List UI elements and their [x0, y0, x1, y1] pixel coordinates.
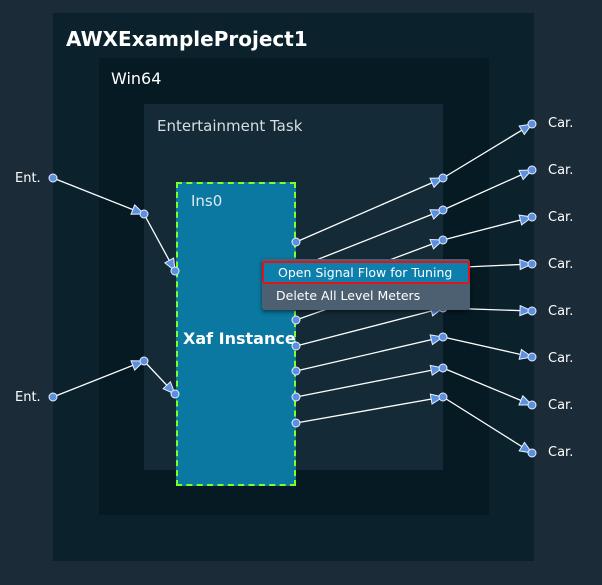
- project-title: AWXExampleProject1: [66, 27, 308, 51]
- output-port-7[interactable]: [527, 400, 537, 410]
- instance-output-port-4[interactable]: [291, 315, 301, 325]
- output-a-wire-8[interactable]: [295, 396, 444, 424]
- instance-output-port-8[interactable]: [291, 418, 301, 428]
- output-b-wire-1[interactable]: [442, 123, 533, 179]
- instance-output-port-1[interactable]: [291, 237, 301, 247]
- platform-title: Win64: [111, 69, 162, 88]
- instance-type-label: Xaf Instance: [183, 329, 296, 348]
- output-b-wire-6[interactable]: [442, 336, 533, 358]
- output-a-wire-7[interactable]: [295, 367, 444, 398]
- output-a-wire-6[interactable]: [295, 336, 444, 372]
- input-port-2[interactable]: [48, 392, 58, 402]
- output-a-wire-5[interactable]: [295, 307, 444, 347]
- instance-output-port-5[interactable]: [291, 341, 301, 351]
- output-label-7: Car.: [548, 398, 574, 413]
- output-label-1: Car.: [548, 116, 574, 131]
- output-a-wire-2[interactable]: [295, 209, 444, 269]
- instance-output-port-6[interactable]: [291, 366, 301, 376]
- output-b-arrow-4: [519, 258, 534, 271]
- input-label-2: Ent.: [15, 390, 41, 405]
- output-label-5: Car.: [548, 304, 574, 319]
- output-port-8[interactable]: [527, 448, 537, 458]
- task-title: Entertainment Task: [157, 117, 303, 135]
- output-node-8[interactable]: [438, 392, 448, 402]
- xaf-instance-block[interactable]: [176, 182, 296, 486]
- output-node-1[interactable]: [438, 173, 448, 183]
- input-a-wire-1[interactable]: [52, 177, 145, 215]
- output-port-1[interactable]: [527, 119, 537, 129]
- output-port-4[interactable]: [527, 259, 537, 269]
- output-node-3[interactable]: [438, 235, 448, 245]
- output-node-6[interactable]: [438, 332, 448, 342]
- input-label-1: Ent.: [15, 171, 41, 186]
- instance-output-port-7[interactable]: [291, 392, 301, 402]
- output-label-6: Car.: [548, 351, 574, 366]
- output-b-wire-7[interactable]: [442, 367, 533, 406]
- output-port-5[interactable]: [527, 306, 537, 316]
- output-port-3[interactable]: [527, 212, 537, 222]
- input-node-2[interactable]: [139, 356, 149, 366]
- menu-item-delete-level-meters[interactable]: Delete All Level Meters: [276, 288, 421, 303]
- output-node-2[interactable]: [438, 205, 448, 215]
- input-a-wire-2[interactable]: [52, 360, 145, 398]
- output-b-wire-3[interactable]: [442, 216, 533, 241]
- output-port-6[interactable]: [527, 352, 537, 362]
- output-port-2[interactable]: [527, 165, 537, 175]
- instance-input-port-1[interactable]: [170, 266, 180, 276]
- output-b-wire-2[interactable]: [442, 169, 533, 211]
- output-node-7[interactable]: [438, 363, 448, 373]
- instance-name: Ins0: [191, 192, 223, 210]
- input-port-1[interactable]: [48, 173, 58, 183]
- output-a-wire-1[interactable]: [295, 177, 444, 243]
- output-label-8: Car.: [548, 445, 574, 460]
- output-b-wire-8[interactable]: [442, 396, 533, 454]
- context-menu: Open Signal Flow for Tuning Delete All L…: [262, 259, 470, 310]
- menu-item-open-signal-flow[interactable]: Open Signal Flow for Tuning: [262, 261, 470, 284]
- output-label-2: Car.: [548, 163, 574, 178]
- output-b-arrow-5: [519, 304, 534, 317]
- output-label-4: Car.: [548, 257, 574, 272]
- input-node-1[interactable]: [139, 209, 149, 219]
- output-label-3: Car.: [548, 210, 574, 225]
- instance-input-port-2[interactable]: [170, 389, 180, 399]
